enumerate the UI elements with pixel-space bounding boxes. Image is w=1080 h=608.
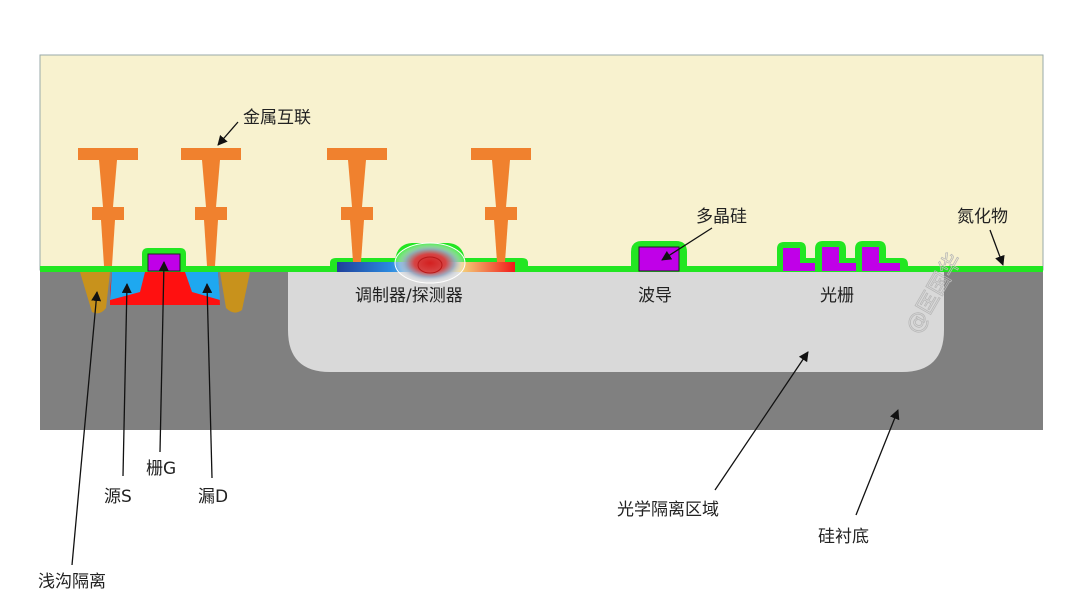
optical-isolation-region <box>288 271 944 372</box>
arrow-drain <box>202 283 213 479</box>
arrow-gate <box>158 261 169 453</box>
label-optical-isolation: 光学隔离区域 <box>617 500 719 520</box>
label-substrate: 硅衬底 <box>818 527 869 547</box>
arrow-poly <box>661 227 713 261</box>
interconnect-4 <box>471 148 531 262</box>
label-polysilicon: 多晶硅 <box>696 207 747 227</box>
label-nitride: 氮化物 <box>957 207 1008 227</box>
arrow-nitride <box>989 229 1005 266</box>
arrow-isolation <box>714 351 809 491</box>
label-modulator-detector: 调制器/探测器 <box>355 286 463 306</box>
interconnect-2 <box>181 148 241 266</box>
waveguide <box>631 241 687 272</box>
interconnect-1 <box>78 148 138 266</box>
label-sti: 浅沟隔离 <box>38 572 106 592</box>
label-metal-interconnect: 金属互联 <box>243 108 311 128</box>
modulator-detector <box>330 242 528 284</box>
metal-interconnects <box>78 148 531 266</box>
label-grating: 光栅 <box>820 286 854 306</box>
arrow-substrate <box>855 409 900 516</box>
nitride-layer <box>40 266 1043 272</box>
arrow-sti <box>71 291 102 566</box>
label-waveguide: 波导 <box>638 286 672 306</box>
arrow-metal <box>217 121 239 146</box>
sti-right <box>220 272 250 313</box>
oxide-layer <box>39 54 1044 271</box>
grating <box>777 241 908 271</box>
arrow-source <box>121 283 132 477</box>
label-source: 源S <box>104 487 132 507</box>
label-drain: 漏D <box>198 487 228 507</box>
label-gate: 栅G <box>146 459 176 479</box>
interconnect-3 <box>327 148 387 262</box>
